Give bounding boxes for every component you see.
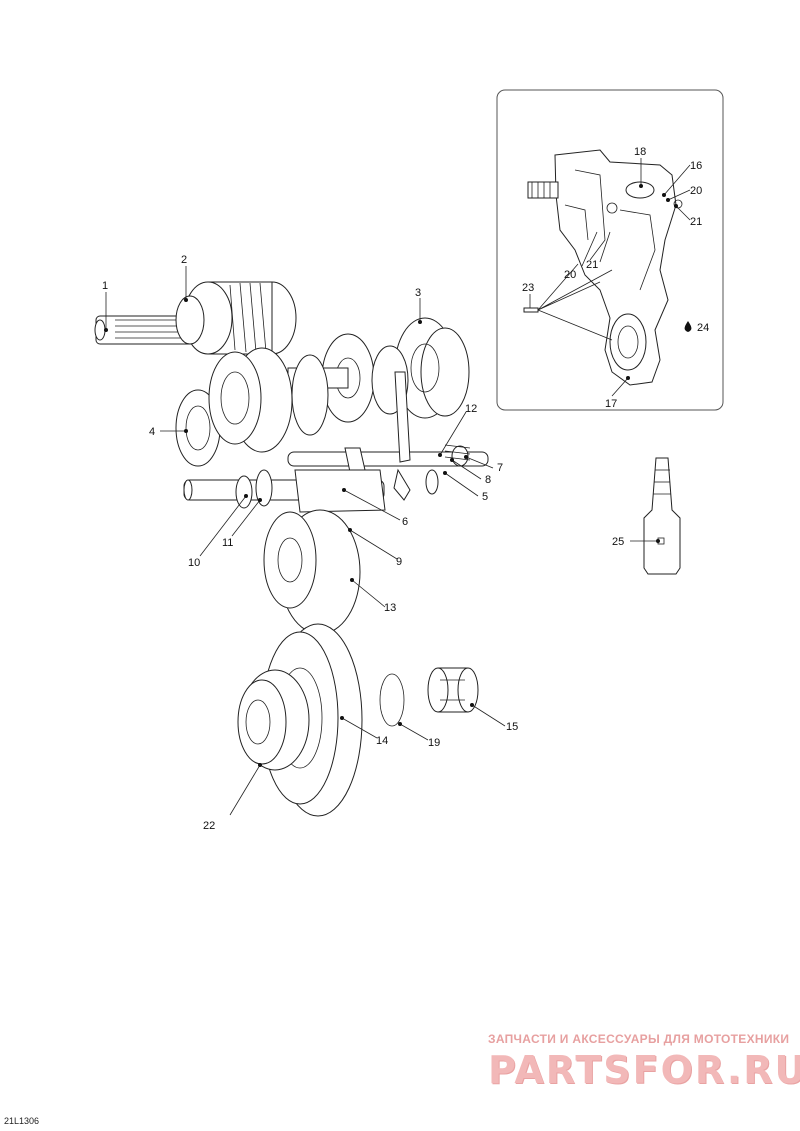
callout-3: 3 xyxy=(415,287,421,299)
part-3-gear-cluster xyxy=(287,317,470,436)
part-22-hub xyxy=(237,669,310,771)
leader-lines xyxy=(105,158,691,816)
watermark-tagline: ЗАПЧАСТИ И АКСЕССУАРЫ ДЛЯ МОТОТЕХНИКИ xyxy=(488,1032,790,1046)
callout-8: 8 xyxy=(485,474,491,486)
callout-2: 2 xyxy=(181,254,187,266)
callout-dots xyxy=(104,184,678,767)
callout-6: 6 xyxy=(402,516,408,528)
part-15-bushing xyxy=(427,667,479,713)
inset-frame xyxy=(496,89,724,411)
callout-1: 1 xyxy=(102,280,108,292)
callout-22: 22 xyxy=(203,820,215,832)
drawing-code: 21L1306 xyxy=(4,1116,40,1126)
callout-20-a: 20 xyxy=(690,185,702,197)
watermark-logo: PARTSFOR.RU xyxy=(488,1048,800,1092)
callout-17: 17 xyxy=(605,398,617,410)
callout-20-b: 20 xyxy=(564,269,576,281)
callout-21-b: 21 xyxy=(586,259,598,271)
callout-12: 12 xyxy=(465,403,477,415)
callout-11: 11 xyxy=(222,537,233,549)
callout-7: 7 xyxy=(497,462,503,474)
callout-5: 5 xyxy=(482,491,488,503)
oil-drop-icon xyxy=(684,321,692,332)
callout-18: 18 xyxy=(634,146,646,158)
part-13-gear xyxy=(263,509,361,635)
part-2-primary-gear xyxy=(175,281,297,355)
part-25-lubricant-tube xyxy=(643,457,681,575)
part-4-bearing-gear xyxy=(175,347,293,467)
callout-4: 4 xyxy=(149,426,155,438)
part-9-output-shaft xyxy=(183,469,386,513)
callout-15: 15 xyxy=(506,721,518,733)
shift-shaft-assembly xyxy=(287,371,489,501)
callout-13: 13 xyxy=(384,602,396,614)
callout-9: 9 xyxy=(396,556,402,568)
callout-23: 23 xyxy=(522,282,534,294)
callout-labels: 1 2 3 4 5 6 7 8 9 10 11 12 13 14 15 16 1… xyxy=(102,146,709,832)
callout-24: 24 xyxy=(697,322,709,334)
part-19-o-ring xyxy=(379,673,405,727)
callout-21-a: 21 xyxy=(690,216,702,228)
callout-19: 19 xyxy=(428,737,440,749)
callout-25: 25 xyxy=(612,536,624,548)
callout-14: 14 xyxy=(376,735,388,747)
callout-10: 10 xyxy=(188,557,200,569)
gearbox-housing xyxy=(523,149,683,386)
callout-16: 16 xyxy=(690,160,702,172)
